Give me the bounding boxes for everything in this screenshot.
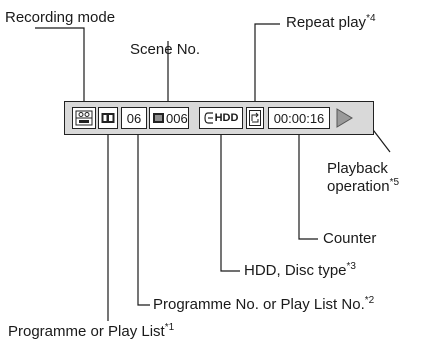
scene-number: 006 — [166, 110, 188, 126]
repeat-play-label: Repeat play*4 — [286, 13, 376, 32]
counter-label: Counter — [323, 230, 377, 247]
counter-display: 00:00:16 — [268, 107, 330, 129]
scene-number-box: 006 — [149, 107, 189, 129]
playback-operation-label: Playback operation*5 — [327, 160, 400, 195]
recording-mode-label: Recording mode — [5, 9, 116, 26]
camera-film-icon — [75, 110, 93, 126]
programme-number: 06 — [121, 107, 147, 129]
play-triangle-icon — [336, 108, 353, 128]
recording-mode-box — [72, 107, 96, 129]
scene-icon — [153, 113, 164, 123]
disc-icon — [203, 112, 213, 124]
programme-no-label: Programme No. or Play List No.*2 — [153, 295, 375, 314]
programme-or-play-list-label: Programme or Play List*1 — [8, 322, 175, 341]
media-type-box: HDD — [199, 107, 243, 129]
playback-operation-box — [334, 107, 354, 129]
media-type: HDD — [214, 112, 239, 124]
repeat-box — [246, 107, 264, 129]
programme-icon — [101, 113, 115, 123]
repeat-icon — [249, 110, 261, 126]
scene-no-label: Scene No. — [130, 41, 201, 58]
hdd-disc-type-label: HDD, Disc type*3 — [244, 261, 356, 280]
programme-type-box — [98, 107, 118, 129]
